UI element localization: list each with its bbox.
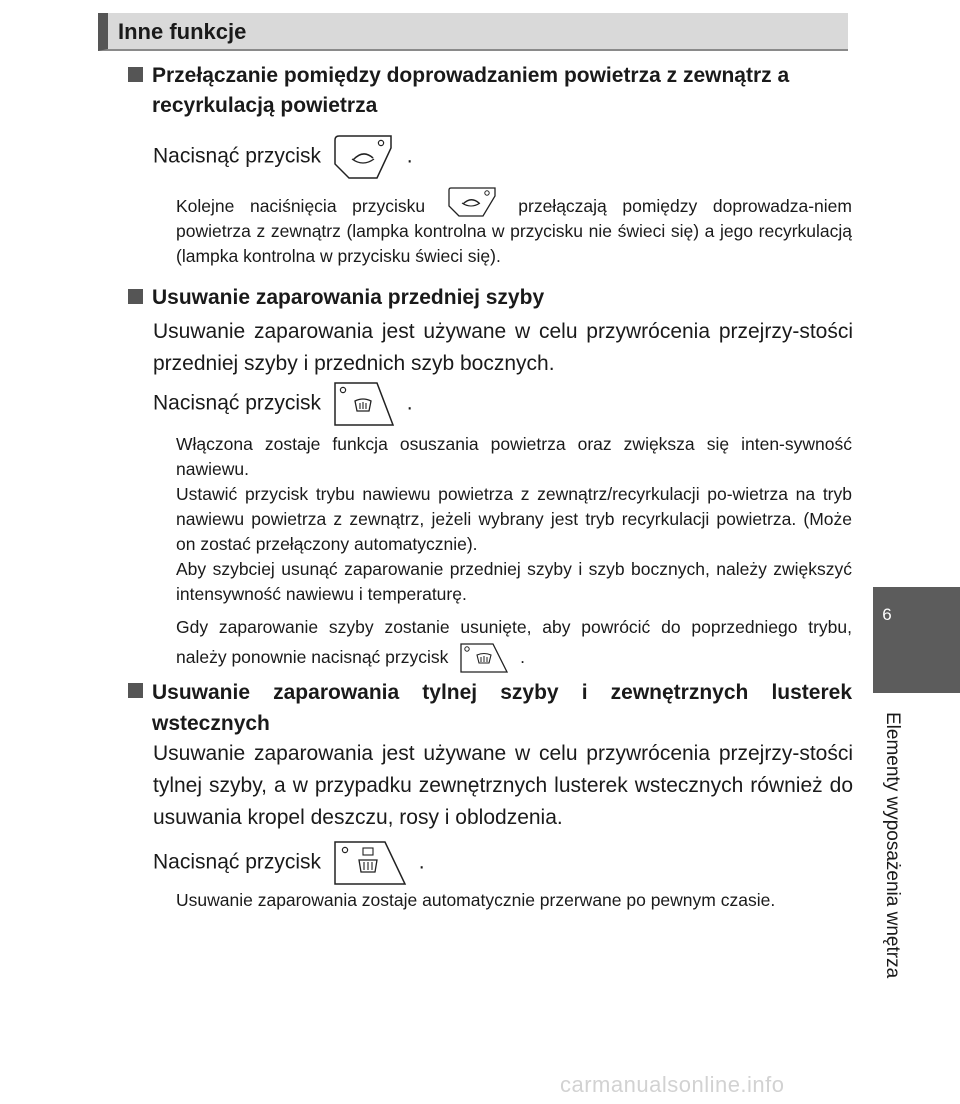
- note-rear-defog: Usuwanie zaparowania zostaje automatyczn…: [176, 890, 776, 910]
- recirculation-button-icon: [334, 135, 392, 179]
- note-front-defog-3: Aby szybciej usunąć zaparowanie przednie…: [176, 559, 852, 604]
- front-defogger-button-icon: [460, 643, 509, 674]
- note-recirculation: Kolejne naciśnięcia przycisku przełączaj…: [176, 187, 852, 269]
- rear-defogger-button-icon: [334, 841, 407, 885]
- bullet-square-icon: [128, 683, 143, 698]
- instruction-recirculation: Nacisnąć przycisk .: [153, 134, 853, 180]
- body-front-defog: Usuwanie zaparowania jest używane w celu…: [153, 320, 853, 375]
- bullet-square-icon: [128, 289, 143, 304]
- body-rear-defog: Usuwanie zaparowania jest używane w celu…: [153, 742, 853, 829]
- instruction-front-defog: Nacisnąć przycisk .: [153, 381, 853, 427]
- note-front-defog-2: Ustawić przycisk trybu nawiewu powietrza…: [176, 484, 852, 554]
- chapter-number: 6: [882, 605, 892, 624]
- chapter-title: Elementy wyposażenia wnętrza: [882, 712, 903, 979]
- heading-text: Usuwanie zaparowania przedniej szyby: [152, 286, 545, 309]
- instruction-rear-defog: Nacisnąć przycisk .: [153, 840, 853, 886]
- heading-text: Usuwanie zaparowania tylnej szyby i zewn…: [152, 681, 852, 735]
- heading-text: Przełączanie pomiędzy doprowadzaniem pow…: [152, 64, 790, 117]
- page-title: Inne funkcje: [118, 19, 247, 44]
- recirculation-button-icon: [448, 187, 496, 218]
- bullet-square-icon: [128, 67, 143, 82]
- note-front-defog-4: Gdy zaparowanie szyby zostanie usunięte,…: [176, 612, 852, 674]
- note-front-defog-1: Włączona zostaje funkcja osuszania powie…: [176, 434, 852, 479]
- section-header-bar: Inne funkcje: [98, 13, 848, 51]
- chapter-tab: 6: [873, 587, 960, 693]
- front-defogger-button-icon: [334, 382, 394, 426]
- footer-watermark: carmanualsonline.info: [560, 1072, 785, 1097]
